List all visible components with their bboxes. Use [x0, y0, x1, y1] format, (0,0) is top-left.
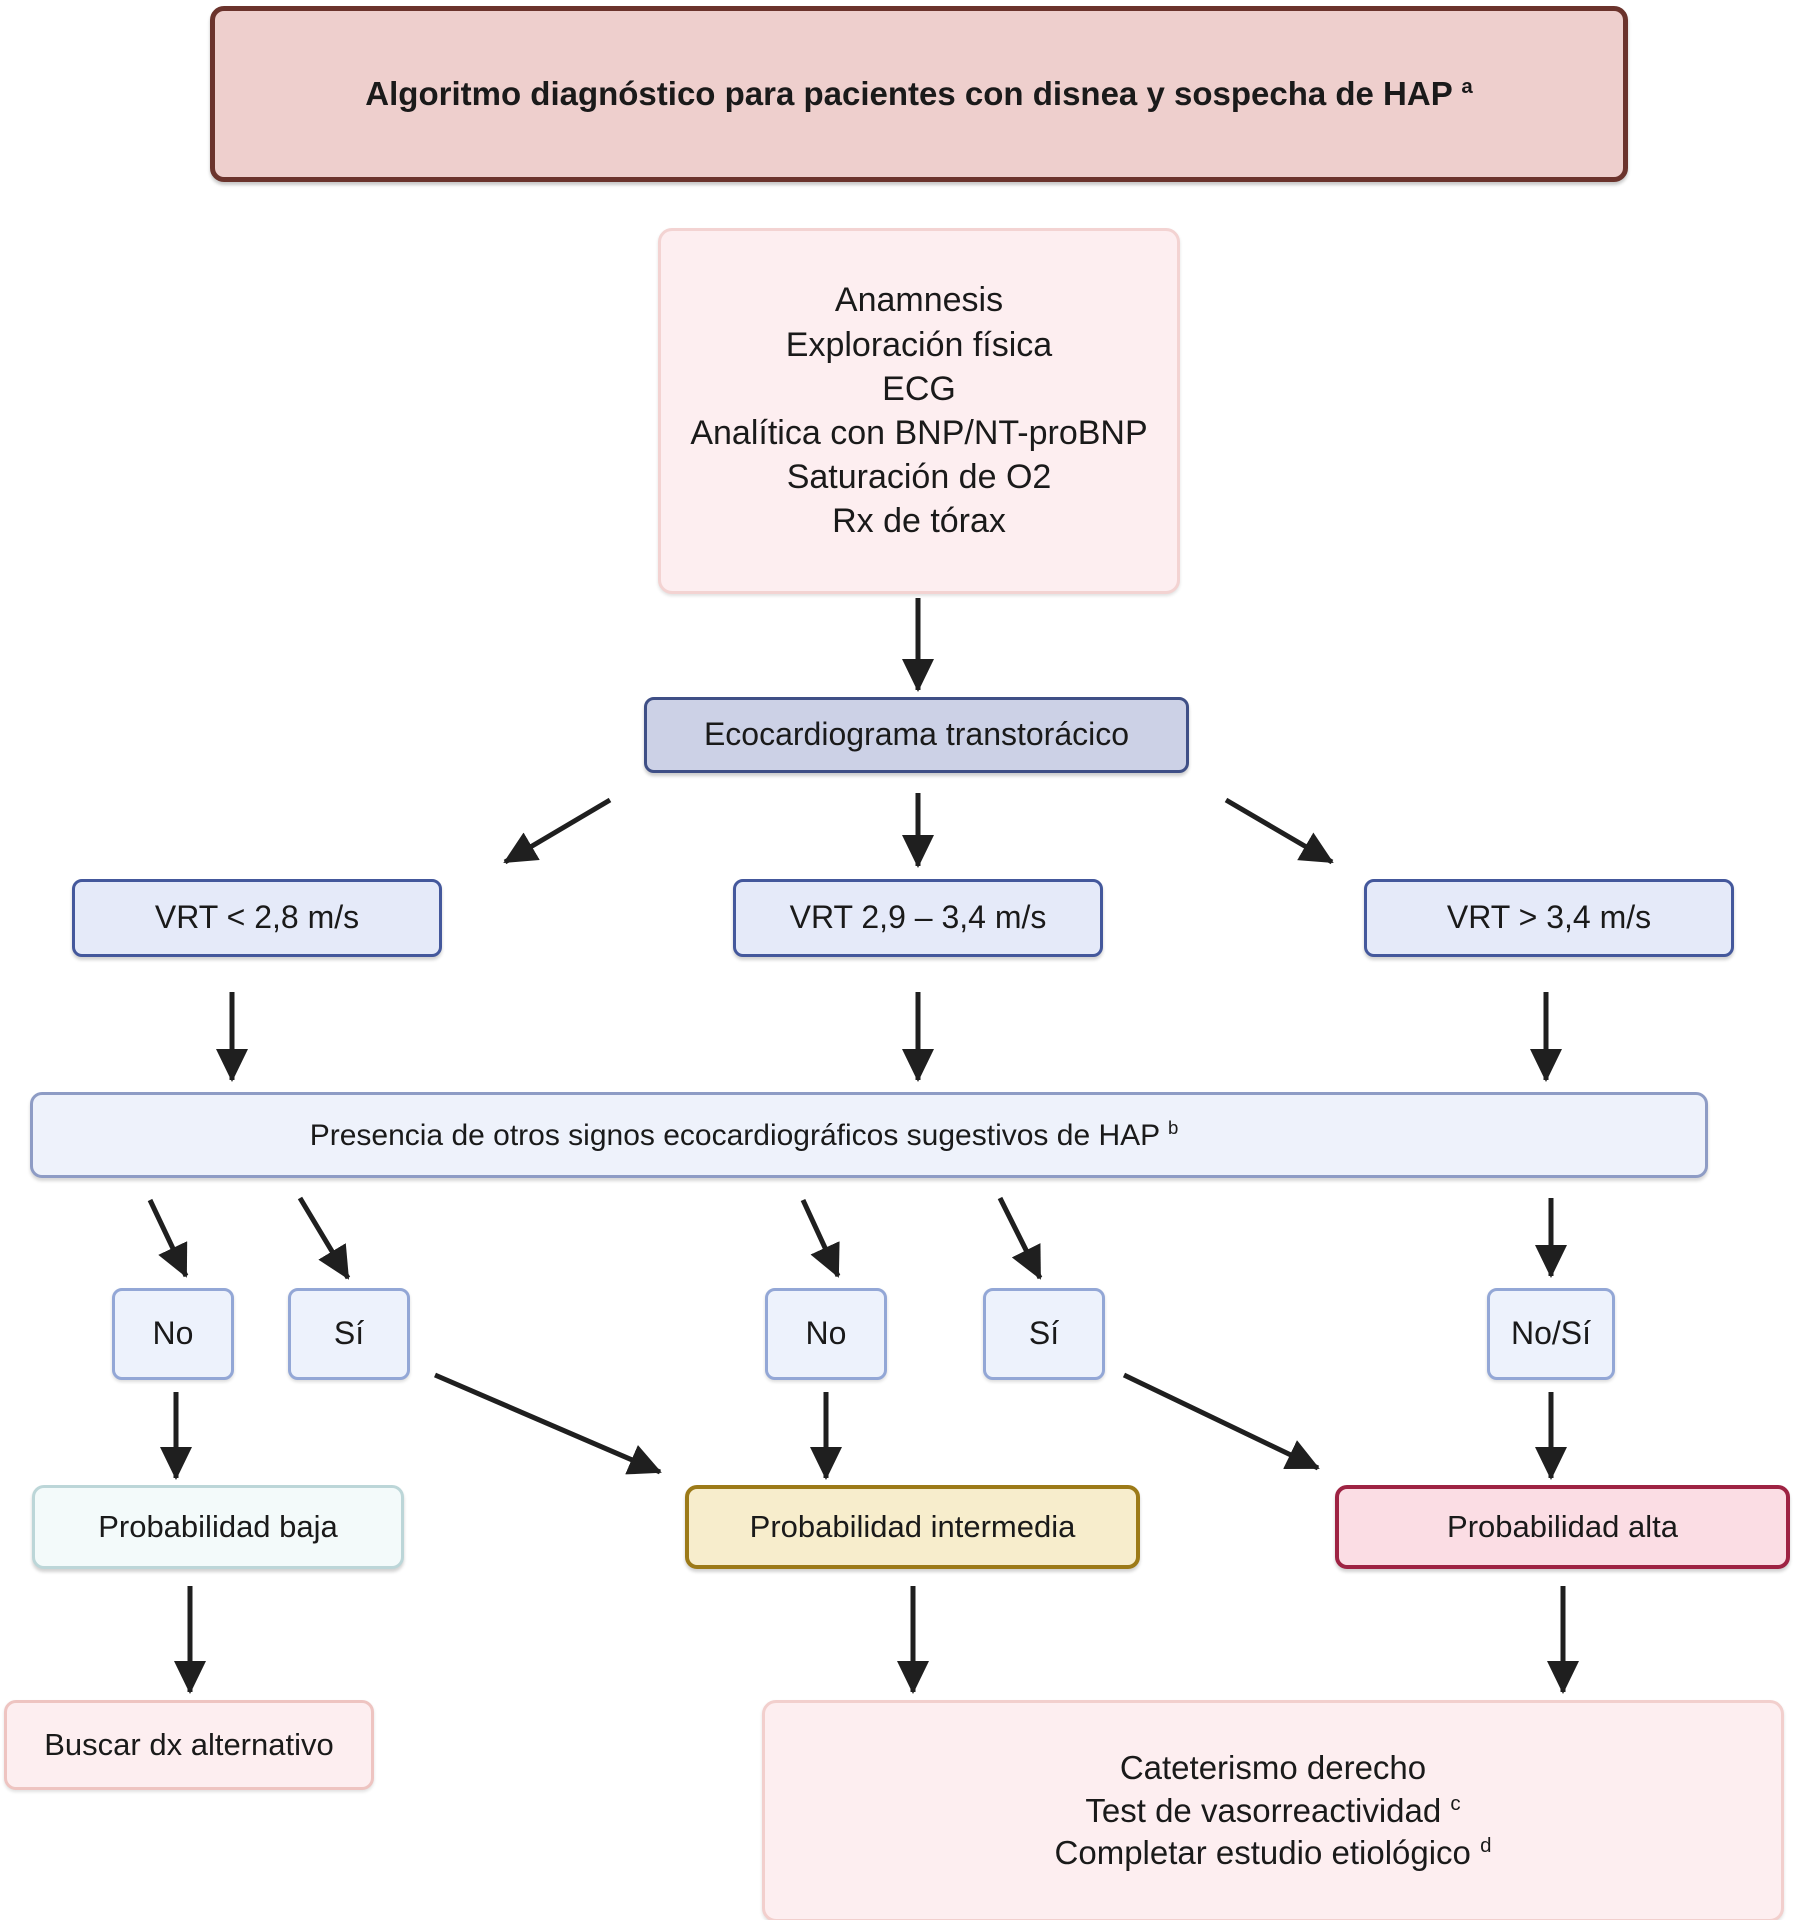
- vrt-low-label: VRT < 2,8 m/s: [154, 899, 360, 936]
- cath-line-1: Cateterismo derecho: [1119, 1748, 1427, 1786]
- answer-no-intermediate-label: No: [805, 1315, 847, 1352]
- arrow-echo-to-vrt-high: [1224, 797, 1334, 865]
- arrow-signs-to-si-4: [997, 1196, 1043, 1280]
- alternative-diagnosis-box: Buscar dx alternativo: [4, 1700, 374, 1790]
- answer-nosi-high-label: No/Sí: [1510, 1315, 1592, 1352]
- arrow-signs-to-si-2: [297, 1196, 351, 1280]
- cath-line-3: Completar estudio etiológico: [1054, 1834, 1471, 1872]
- answer-si-low: Sí: [288, 1288, 410, 1380]
- arrow-signs-to-no-1: [147, 1198, 189, 1278]
- echocardiogram-box: Ecocardiograma transtorácico: [644, 697, 1189, 773]
- answer-nosi-high: No/Sí: [1487, 1288, 1615, 1380]
- answer-si-intermediate-label: Sí: [1028, 1315, 1060, 1352]
- probability-intermediate-label: Probabilidad intermedia: [749, 1508, 1076, 1544]
- probability-high-label: Probabilidad alta: [1447, 1508, 1678, 1544]
- vrt-low-box: VRT < 2,8 m/s: [72, 879, 442, 957]
- vrt-high-label: VRT > 3,4 m/s: [1446, 899, 1652, 936]
- other-echo-signs-box: Presencia de otros signos ecocardiográfi…: [30, 1092, 1708, 1178]
- arrow-echo-to-vrt-low: [503, 797, 612, 865]
- probability-high-box: Probabilidad alta: [1335, 1485, 1790, 1569]
- cath-line-3-footnote-marker: d: [1480, 1834, 1492, 1858]
- probability-low-box: Probabilidad baja: [32, 1485, 404, 1569]
- title-footnote-marker: a: [1461, 74, 1473, 98]
- probability-intermediate-box: Probabilidad intermedia: [685, 1485, 1140, 1569]
- cath-line-2-footnote-marker: c: [1450, 1791, 1461, 1815]
- arrow-si2-to-prob-intermediate: [434, 1372, 662, 1475]
- answer-no-low: No: [112, 1288, 234, 1380]
- answer-si-low-label: Sí: [333, 1315, 365, 1352]
- other-echo-signs-text: Presencia de otros signos ecocardiográfi…: [309, 1116, 1179, 1152]
- diagram-title-box: Algoritmo diagnóstico para pacientes con…: [210, 6, 1628, 182]
- cath-line-2: Test de vasorreactividad: [1085, 1791, 1442, 1829]
- alternative-diagnosis-label: Buscar dx alternativo: [44, 1726, 334, 1762]
- answer-no-intermediate: No: [765, 1288, 887, 1380]
- vrt-high-box: VRT > 3,4 m/s: [1364, 879, 1734, 957]
- vrt-intermediate-label: VRT 2,9 – 3,4 m/s: [789, 899, 1047, 936]
- diagram-title-text: Algoritmo diagnóstico para pacientes con…: [365, 74, 1473, 112]
- signs-footnote-marker: b: [1167, 1116, 1179, 1138]
- initial-assessment-box: Anamnesis Exploración física ECG Analíti…: [658, 228, 1180, 594]
- answer-si-intermediate: Sí: [983, 1288, 1105, 1380]
- initial-assessment-text: Anamnesis Exploración física ECG Analíti…: [690, 281, 1148, 541]
- arrow-signs-to-no-3: [800, 1198, 841, 1278]
- arrow-si4-to-prob-high: [1122, 1372, 1320, 1471]
- echocardiogram-label: Ecocardiograma transtorácico: [703, 716, 1130, 753]
- probability-low-label: Probabilidad baja: [98, 1508, 338, 1544]
- answer-no-low-label: No: [152, 1315, 194, 1352]
- vrt-intermediate-box: VRT 2,9 – 3,4 m/s: [733, 879, 1103, 957]
